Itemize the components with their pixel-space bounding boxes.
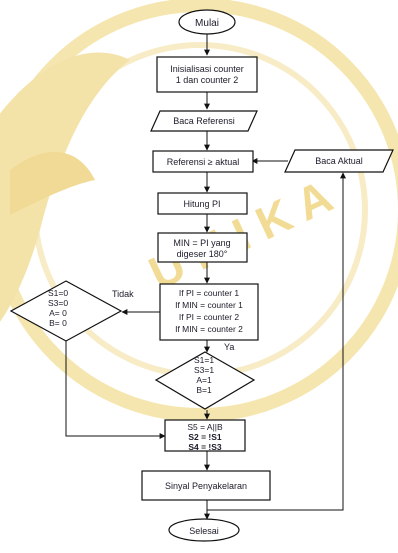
min-pi-label-line1: MIN = PI yang xyxy=(173,238,230,248)
watermark-emblem xyxy=(0,52,130,322)
read-reference-node: Baca Referensi xyxy=(150,110,258,132)
start-terminator xyxy=(178,9,236,35)
read-actual-node: Baca Aktual xyxy=(284,149,394,173)
signal-node: Sinyal Penyakelaran xyxy=(141,470,271,501)
reference-actual-process xyxy=(152,150,254,173)
condition-line3: If PI = counter 2 xyxy=(179,312,240,322)
condition-line1: If PI = counter 1 xyxy=(179,288,240,298)
decision-left-line3: A= 0 xyxy=(49,308,67,318)
min-pi-label-line2: digeser 180° xyxy=(177,249,228,259)
assign-line3: S4 = !S3 xyxy=(188,442,222,452)
calc-pi-process xyxy=(157,192,248,215)
assign-node: S5 = A||B S2 = !S1 S4 = !S3 xyxy=(164,419,246,452)
decision-right-line2: S3=1 xyxy=(194,365,214,375)
watermark-emblem-detail xyxy=(10,151,95,215)
read-actual-io xyxy=(284,149,394,173)
decision-left-line2: S3=0 xyxy=(48,298,68,308)
min-pi-process xyxy=(157,232,248,263)
decision-right-line3: A=1 xyxy=(196,375,212,385)
edge-loop-readactual xyxy=(207,172,346,511)
condition-line4: If MIN = counter 2 xyxy=(175,324,243,334)
end-label: Selesai xyxy=(189,526,219,536)
condition-node: If PI = counter 1 If MIN = counter 1 If … xyxy=(159,283,259,341)
assign-process xyxy=(164,419,246,452)
edge-label-yes: Ya xyxy=(224,342,234,352)
edge-left-assign xyxy=(65,340,166,439)
decision-left-node: S1=0 S3=0 A= 0 B= 0 xyxy=(9,280,123,342)
decision-left-line1: S1=0 xyxy=(48,288,68,298)
condition-process xyxy=(159,283,259,341)
decision-right-line1: S1=1 xyxy=(194,355,214,365)
init-process xyxy=(156,56,258,93)
edges xyxy=(65,34,346,520)
decision-left-line4: B= 0 xyxy=(49,318,67,328)
read-reference-label: Baca Referensi xyxy=(173,116,235,126)
assign-line2: S2 = !S1 xyxy=(188,432,222,442)
end-terminator xyxy=(168,518,240,542)
calc-pi-label: Hitung PI xyxy=(183,199,220,209)
reference-actual-label: Referensi ≥ aktual xyxy=(167,157,239,167)
watermark-ring xyxy=(0,0,398,422)
end-node: Selesai xyxy=(168,518,240,542)
decision-right-diamond xyxy=(154,351,256,410)
signal-label: Sinyal Penyakelaran xyxy=(165,481,247,491)
reference-actual-node: Referensi ≥ aktual xyxy=(152,150,254,173)
init-label-line2: 1 dan counter 2 xyxy=(176,75,239,85)
min-pi-node: MIN = PI yang digeser 180° xyxy=(157,232,248,263)
signal-process xyxy=(141,470,271,501)
read-reference-io xyxy=(150,110,258,132)
assign-line1: S5 = A||B xyxy=(187,422,223,432)
edge-label-no: Tidak xyxy=(112,289,134,299)
calc-pi-node: Hitung PI xyxy=(157,192,248,215)
init-node: Inisialisasi counter 1 dan counter 2 xyxy=(156,56,258,93)
start-label: Mulai xyxy=(195,18,219,29)
init-label-line1: Inisialisasi counter xyxy=(170,64,244,74)
decision-right-line4: B=1 xyxy=(196,385,212,395)
condition-line2: If MIN = counter 1 xyxy=(175,300,243,310)
read-actual-label: Baca Aktual xyxy=(315,156,363,166)
decision-right-node: S1=1 S3=1 A=1 B=1 xyxy=(154,351,256,410)
start-node: Mulai xyxy=(178,9,236,35)
decision-left-diamond xyxy=(9,280,123,342)
